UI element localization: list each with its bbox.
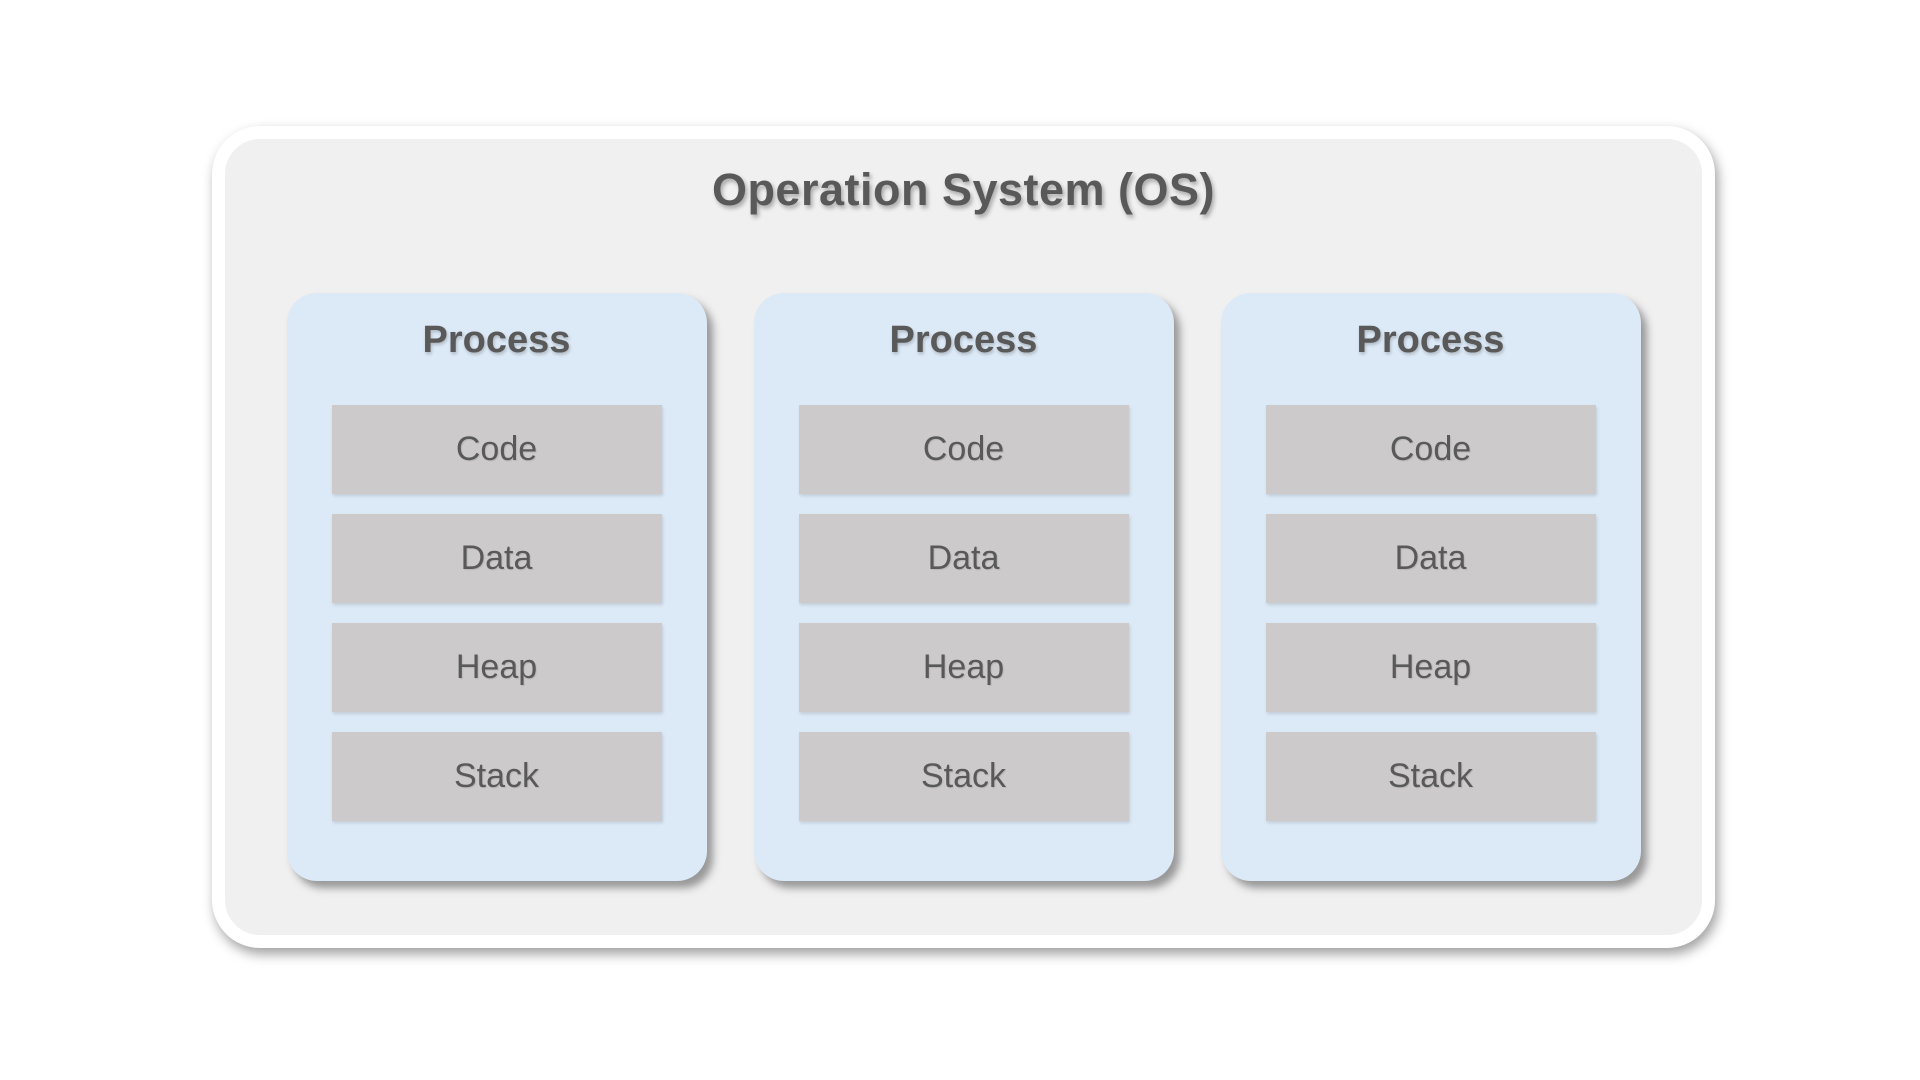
segment-list: Code Data Heap Stack [287,405,707,821]
segment-data: Data [331,514,662,603]
os-container: Operation System (OS) Process Code Data … [212,126,1715,948]
process-label: Process [889,319,1038,361]
process-label: Process [1356,319,1505,361]
segment-code: Code [1265,405,1596,494]
segment-stack: Stack [1265,732,1596,821]
segment-heap: Heap [1265,623,1596,712]
segment-code: Code [331,405,662,494]
segment-heap: Heap [798,623,1129,712]
segment-code: Code [798,405,1129,494]
os-title: Operation System (OS) [711,164,1216,215]
process-box-3: Process Code Data Heap Stack [1220,293,1641,881]
segment-stack: Stack [798,732,1129,821]
segment-list: Code Data Heap Stack [1221,405,1641,821]
segment-data: Data [798,514,1129,603]
segment-stack: Stack [331,732,662,821]
process-box-2: Process Code Data Heap Stack [753,293,1174,881]
process-box-1: Process Code Data Heap Stack [286,293,707,881]
process-label: Process [422,319,571,361]
segment-heap: Heap [331,623,662,712]
segment-list: Code Data Heap Stack [754,405,1174,821]
segment-data: Data [1265,514,1596,603]
process-row: Process Code Data Heap Stack Process Cod… [225,293,1702,881]
